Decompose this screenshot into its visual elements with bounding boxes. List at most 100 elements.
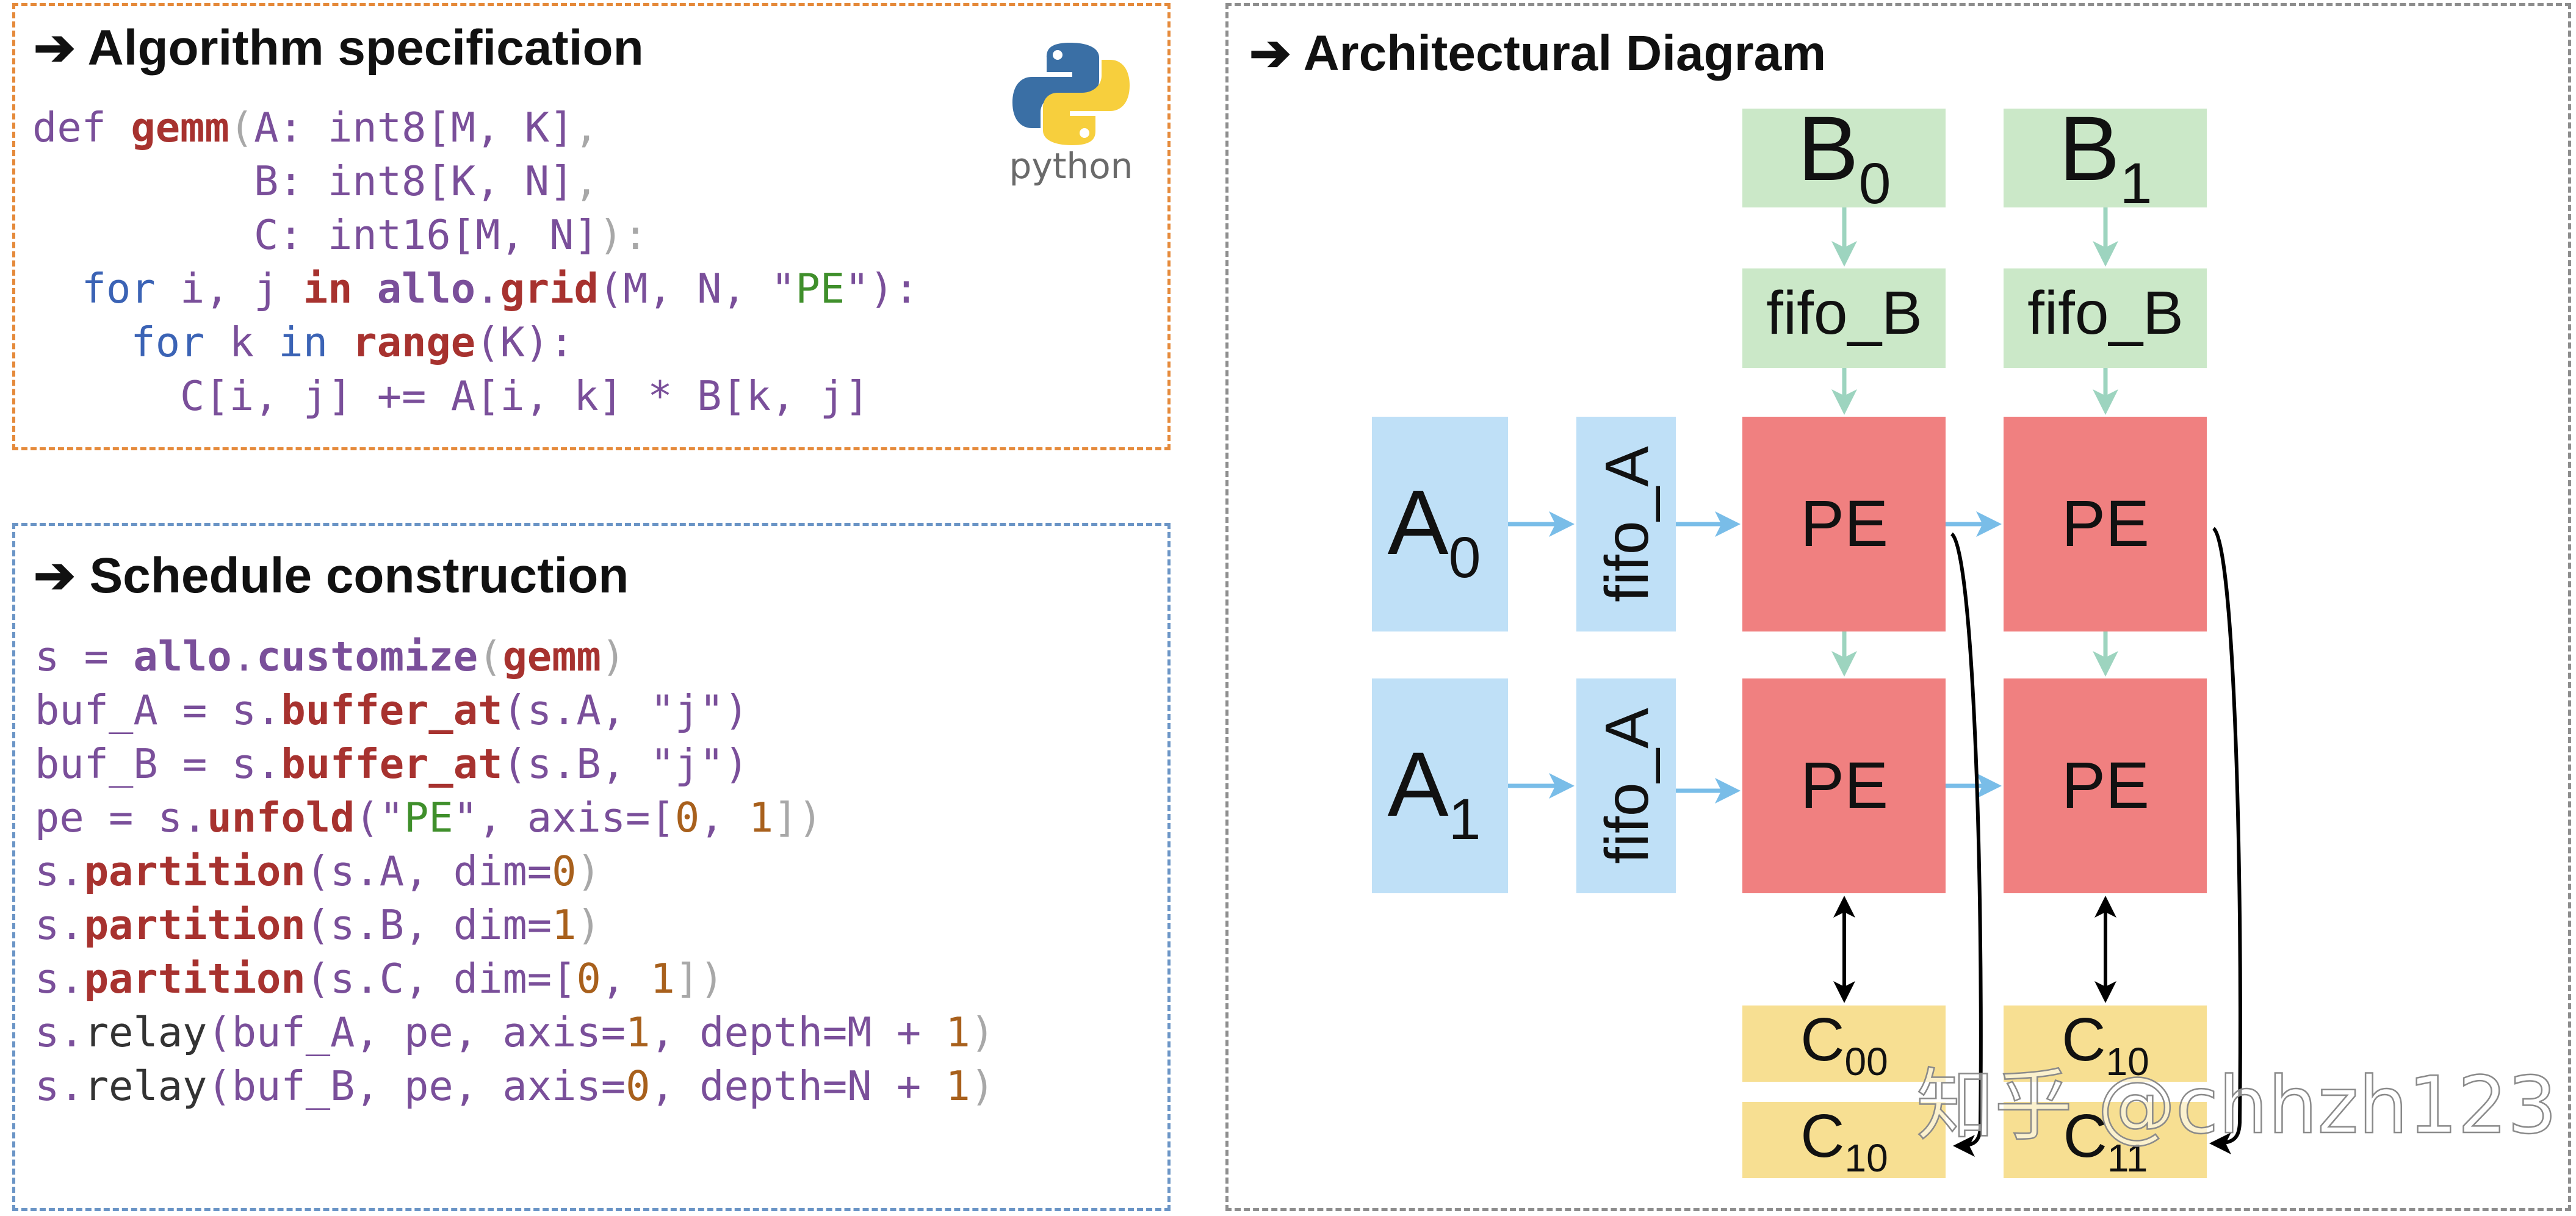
arrow-pe01-to-c11 [2209, 527, 2242, 1154]
code-token: "): [845, 265, 919, 312]
code-token: allo [133, 633, 232, 680]
schedule-code-line: pe = s.unfold("PE", axis=[0, 1]) [35, 791, 995, 844]
c00-label: C00 [1800, 1006, 1888, 1084]
code-token: in [278, 318, 328, 366]
code-token: ): [598, 211, 648, 259]
a1-block [1372, 678, 1508, 893]
fifo-a-1-label: fifo_A [1593, 708, 1661, 864]
pe-10-block [1742, 678, 1946, 893]
schedule-code-block: s = allo.customize(gemm)buf_A = s.buffer… [35, 630, 995, 1113]
algorithm-code-block: def gemm(A: int8[M, K], B: int8[K, N], C… [32, 101, 918, 423]
fifo-b-0-block [1742, 268, 1946, 368]
code-token: , depth=N + [650, 1062, 946, 1110]
code-token: (buf_B, pe, axis= [207, 1062, 626, 1110]
code-token: 1 [748, 794, 774, 841]
code-token: (s.B, dim= [305, 901, 552, 949]
b0-label: B0 [1798, 97, 1891, 216]
code-token: PE [795, 265, 845, 312]
code-token: ( [229, 104, 254, 151]
code-token: (s.A, "j") [502, 686, 749, 734]
code-token: buffer_at [281, 686, 503, 734]
code-token: . [231, 633, 257, 680]
code-token: 1 [650, 955, 675, 1002]
algorithm-code-line: for i, j in allo.grid(M, N, "PE"): [32, 262, 919, 315]
code-token: gemm [131, 104, 229, 151]
python-snake-icon: python [1009, 43, 1133, 187]
fifo-b-0-label: fifo_B [1766, 279, 1922, 347]
code-token: allo [377, 265, 476, 312]
b1-block [2004, 109, 2207, 207]
code-token: , [574, 104, 599, 151]
schedule-code-line: s.partition(s.B, dim=1) [35, 898, 995, 952]
schedule-code-line: s.relay(buf_A, pe, axis=1, depth=M + 1) [35, 1006, 995, 1059]
pe-00-label: PE [1800, 486, 1888, 560]
code-token: partition [84, 847, 306, 895]
code-token: s. [35, 847, 84, 895]
code-token: ) [970, 1062, 995, 1110]
code-token: 0 [626, 1062, 651, 1110]
code-token: A: int8[M, K] [254, 104, 574, 151]
code-token: pe = s. [35, 794, 207, 841]
algorithm-code-line: B: int8[K, N], [32, 154, 918, 208]
c10-left-label: C10 [1800, 1102, 1888, 1180]
code-token: k [204, 318, 279, 366]
code-token: i, j [155, 265, 303, 312]
code-token: in [303, 265, 353, 312]
code-token: unfold [207, 794, 355, 841]
code-token: (" [355, 794, 405, 841]
c00-block [1742, 1006, 1946, 1082]
code-token: , [574, 157, 599, 205]
code-token: buffer_at [281, 740, 503, 788]
code-token: ]) [674, 955, 724, 1002]
code-token: gemm [502, 633, 601, 680]
code-token: B: int8[K, N] [32, 157, 574, 205]
a1-label: A1 [1388, 733, 1481, 852]
watermark-text: 知乎 @chhzh123 [1916, 1060, 2557, 1151]
schedule-code-line: s.relay(buf_B, pe, axis=0, depth=N + 1) [35, 1059, 995, 1113]
a0-block [1372, 417, 1508, 631]
algorithm-heading: ➔ Algorithm specification [34, 20, 644, 76]
code-token: 0 [552, 847, 577, 895]
c11-label: C11 [2063, 1102, 2148, 1180]
a0-label: A0 [1388, 471, 1481, 590]
code-token: , depth=M + [650, 1009, 946, 1056]
code-token: buf_B = s. [35, 740, 281, 788]
code-token: s. [35, 955, 84, 1002]
pe-01-label: PE [2062, 486, 2149, 560]
fifo-a-1-block [1576, 678, 1676, 893]
algorithm-code-line: C[i, j] += A[i, k] * B[k, j] [32, 369, 918, 423]
fifo-b-1-label: fifo_B [2027, 279, 2184, 347]
code-token: ", axis=[ [453, 794, 675, 841]
algorithm-code-line: C: int16[M, N]): [32, 208, 918, 262]
python-logo-text: python [1009, 145, 1133, 187]
fifo-a-0-block [1576, 417, 1676, 631]
pe-11-label: PE [2062, 748, 2149, 822]
code-token: ( [478, 633, 503, 680]
code-token: (K): [475, 318, 574, 366]
code-token: s = [35, 633, 134, 680]
code-token: def [32, 104, 131, 151]
c10-left-block [1742, 1102, 1946, 1178]
code-token: ]) [773, 794, 823, 841]
code-token: s. [35, 1062, 84, 1110]
b0-block [1742, 109, 1946, 207]
code-token: relay [84, 1009, 207, 1056]
fifo-a-0-label: fifo_A [1593, 446, 1661, 602]
code-token: s. [35, 1009, 84, 1056]
code-token: C[i, j] += A[i, k] * B[k, j] [32, 372, 870, 420]
code-token: 0 [674, 794, 700, 841]
code-token: (M, N, " [598, 265, 796, 312]
code-token: buf_A = s. [35, 686, 281, 734]
pe-00-block [1742, 417, 1946, 631]
python-logo: python [1004, 37, 1138, 189]
code-token: , [601, 955, 651, 1002]
code-token: 1 [945, 1009, 970, 1056]
code-token: ) [576, 847, 601, 895]
schedule-code-line: buf_A = s.buffer_at(s.A, "j") [35, 683, 995, 737]
architecture-heading: ➔ Architectural Diagram [1249, 26, 1827, 81]
code-token: (s.C, dim=[ [305, 955, 577, 1002]
code-token: C: int16[M, N] [32, 211, 599, 259]
algorithm-specification-panel [12, 3, 1171, 450]
code-token: partition [84, 901, 306, 949]
